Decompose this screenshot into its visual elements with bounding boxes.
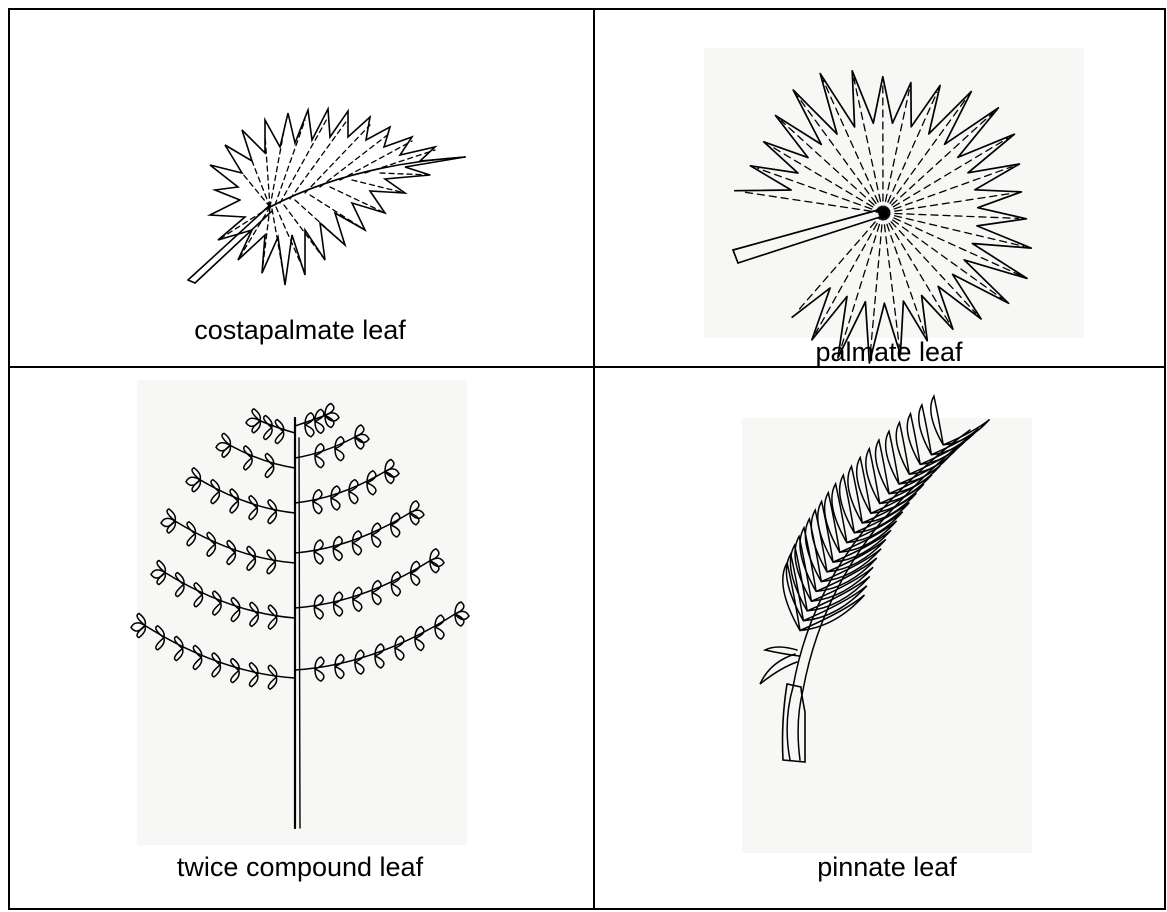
leaflet bbox=[249, 508, 257, 520]
leaflet bbox=[193, 658, 201, 670]
leaflet bbox=[372, 535, 381, 547]
palmate-rib bbox=[883, 213, 1018, 218]
leaflet bbox=[231, 610, 239, 622]
leaflet bbox=[247, 558, 255, 570]
leaflet bbox=[231, 598, 239, 610]
palmate-rib bbox=[781, 121, 883, 213]
leaflet bbox=[212, 653, 220, 665]
leaflet bbox=[314, 552, 323, 564]
pinna bbox=[848, 466, 862, 523]
leaflet bbox=[230, 489, 238, 501]
leaflet bbox=[193, 646, 201, 658]
leaflet bbox=[349, 492, 358, 504]
palmate-rib bbox=[883, 193, 1013, 213]
leaflet bbox=[353, 587, 362, 599]
palmate-rib bbox=[883, 213, 1002, 299]
leaflet bbox=[244, 458, 252, 470]
leaflet bbox=[264, 428, 272, 440]
pinna bbox=[818, 501, 833, 562]
leaflet bbox=[250, 614, 258, 626]
leaflet bbox=[213, 603, 221, 615]
pinna bbox=[880, 475, 932, 504]
leaflet bbox=[315, 444, 324, 456]
leaflet bbox=[314, 607, 323, 619]
leaflet bbox=[268, 617, 276, 629]
cell-caption-palmate: palmate leaf bbox=[815, 337, 962, 368]
palmate-leaf-drawing bbox=[728, 55, 1058, 305]
leaflet bbox=[353, 599, 362, 611]
leaflet bbox=[435, 627, 444, 639]
leaflet bbox=[213, 591, 221, 603]
leaflet bbox=[156, 638, 164, 650]
leaflet bbox=[267, 562, 275, 574]
leaflet bbox=[250, 675, 258, 687]
palmate-rib bbox=[883, 138, 1008, 213]
leaflet bbox=[391, 584, 400, 596]
leaflet bbox=[315, 669, 324, 681]
cell-caption-costapalmate: costapalmate leaf bbox=[194, 315, 406, 346]
palmate-rib bbox=[883, 113, 993, 213]
leaflet bbox=[249, 496, 257, 508]
leaflet bbox=[227, 541, 235, 553]
leaflet bbox=[353, 543, 362, 555]
pinna bbox=[840, 475, 855, 533]
pinna bbox=[786, 554, 803, 621]
costapalmate-leaf-drawing bbox=[180, 95, 480, 295]
twice-compound-leaf-drawing bbox=[145, 398, 465, 838]
palmate-rib bbox=[883, 90, 909, 213]
leaflet bbox=[194, 595, 202, 607]
column-divider bbox=[593, 8, 595, 910]
leaflet bbox=[395, 648, 404, 660]
leaflet bbox=[207, 544, 215, 556]
leaflet bbox=[265, 466, 273, 478]
pinnate-leaf-drawing bbox=[765, 422, 995, 772]
leaflet bbox=[315, 421, 324, 433]
leaflet bbox=[375, 656, 384, 668]
palmate-rib bbox=[743, 192, 883, 213]
leaflet bbox=[212, 665, 220, 677]
leaflet bbox=[372, 593, 381, 605]
palmate-rib bbox=[797, 213, 883, 311]
leaflet bbox=[315, 456, 324, 468]
palmate-rib bbox=[883, 213, 976, 313]
leaflet bbox=[333, 549, 342, 561]
leaflet bbox=[313, 502, 322, 514]
leaflet bbox=[231, 671, 239, 683]
leaflet bbox=[230, 501, 238, 513]
leaflet bbox=[268, 677, 276, 689]
leaflet bbox=[334, 604, 343, 616]
leaflet bbox=[305, 425, 314, 437]
cell-caption-twice-compound: twice compound leaf bbox=[177, 852, 423, 883]
leaflet bbox=[335, 449, 344, 461]
leaflet bbox=[331, 486, 340, 498]
leaflet bbox=[391, 525, 400, 537]
leaflet bbox=[275, 432, 283, 444]
cell-caption-pinnate: pinnate leaf bbox=[817, 852, 957, 883]
leaflet bbox=[315, 409, 324, 421]
leaflet bbox=[211, 492, 219, 504]
leaflet bbox=[335, 667, 344, 679]
leaflet bbox=[355, 662, 364, 674]
leaflet bbox=[175, 649, 183, 661]
leaflet bbox=[415, 639, 424, 651]
leaflet bbox=[411, 573, 420, 585]
leaflet bbox=[355, 650, 364, 662]
leaflet bbox=[268, 512, 276, 524]
palmate-rib bbox=[883, 93, 937, 214]
leaflet bbox=[187, 534, 195, 546]
row-divider bbox=[8, 366, 1166, 368]
leaflet bbox=[305, 413, 314, 425]
leaflet bbox=[331, 498, 340, 510]
pinna bbox=[876, 440, 890, 494]
leaflet bbox=[227, 553, 235, 565]
leaflet bbox=[176, 585, 184, 597]
leaflet bbox=[367, 483, 376, 495]
